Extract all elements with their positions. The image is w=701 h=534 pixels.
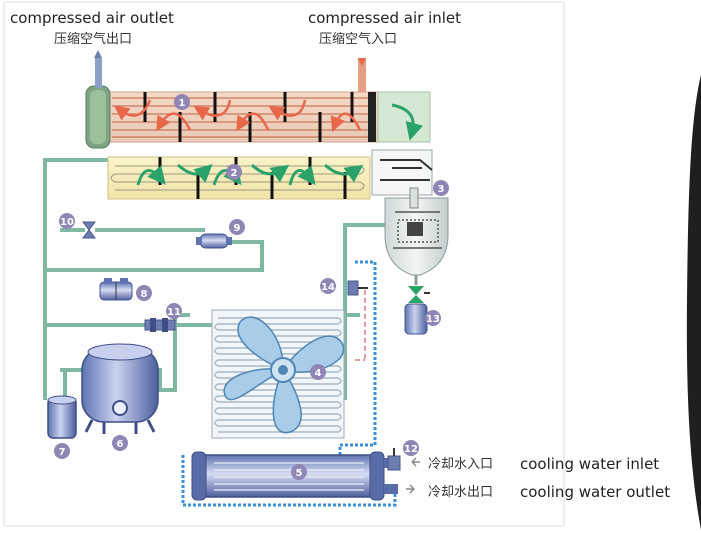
svg-text:14: 14 (321, 282, 335, 293)
inlet-connector (358, 58, 366, 92)
liquid-receiver (47, 395, 77, 439)
svg-text:2: 2 (231, 168, 238, 179)
badge-3: 3 (433, 180, 449, 196)
water-inlet-label-en: cooling water inlet (520, 455, 660, 473)
outlet-label-en: compressed air outlet (10, 9, 174, 27)
badge-7: 7 (54, 443, 70, 459)
badge-2: 2 (226, 164, 242, 180)
inlet-label-zh: 压缩空气入口 (319, 32, 398, 47)
separator-head (371, 149, 433, 196)
condenser-fan (223, 316, 345, 434)
component-badges: 1 2 3 4 5 6 7 8 9 10 11 12 13 14 (54, 94, 449, 480)
inlet-label-en: compressed air inlet (308, 9, 462, 27)
capillary-filter (196, 233, 232, 249)
svg-text:4: 4 (315, 368, 322, 379)
badge-14: 14 (320, 278, 336, 294)
cooling-water-pipe (181, 260, 397, 507)
control-line (355, 290, 366, 361)
outlet-arrow-icon (94, 50, 102, 58)
svg-text:9: 9 (234, 223, 241, 234)
svg-text:8: 8 (141, 289, 148, 300)
edge-dark-shape (686, 75, 701, 530)
svg-text:5: 5 (296, 468, 303, 479)
badge-1: 1 (174, 94, 190, 110)
water-separator (384, 187, 449, 285)
air-turn-chamber (377, 91, 431, 143)
svg-text:12: 12 (404, 444, 418, 455)
water-inlet-label-zh: 冷却水入口 (428, 457, 494, 472)
auto-drain-valve (404, 286, 430, 335)
svg-text:10: 10 (60, 217, 74, 228)
inlet-arrow-icon (358, 58, 366, 66)
badge-10: 10 (59, 213, 75, 229)
pressure-switch (99, 278, 133, 301)
svg-text:13: 13 (426, 314, 440, 325)
refrigeration-compressor (81, 343, 159, 434)
cooling-water-valve (387, 448, 401, 471)
badge-9: 9 (229, 219, 245, 235)
water-outlet-arrow-icon (406, 484, 415, 494)
svg-text:3: 3 (438, 184, 445, 195)
svg-text:6: 6 (117, 439, 124, 450)
svg-text:1: 1 (179, 98, 186, 109)
solenoid-valve (144, 318, 176, 332)
badge-11: 11 (166, 303, 182, 319)
badge-13: 13 (425, 310, 441, 326)
svg-text:11: 11 (167, 307, 181, 318)
precooler-heat-exchanger (100, 91, 379, 143)
water-inlet-arrow-icon (411, 457, 420, 467)
evaporator-heat-exchanger (107, 156, 371, 200)
badge-6: 6 (112, 435, 128, 451)
svg-text:7: 7 (59, 447, 66, 458)
bypass-valve (82, 221, 96, 239)
outlet-label-zh: 压缩空气出口 (54, 32, 133, 47)
frame-border (3, 1, 565, 527)
water-outlet-label-en: cooling water outlet (520, 483, 671, 501)
water-regulating-valve (347, 280, 368, 296)
badge-5: 5 (291, 464, 307, 480)
outlet-connector (95, 58, 102, 88)
water-outlet-label-zh: 冷却水出口 (428, 485, 494, 500)
badge-8: 8 (136, 285, 152, 301)
badge-12: 12 (403, 440, 419, 456)
badge-4: 4 (310, 364, 326, 380)
